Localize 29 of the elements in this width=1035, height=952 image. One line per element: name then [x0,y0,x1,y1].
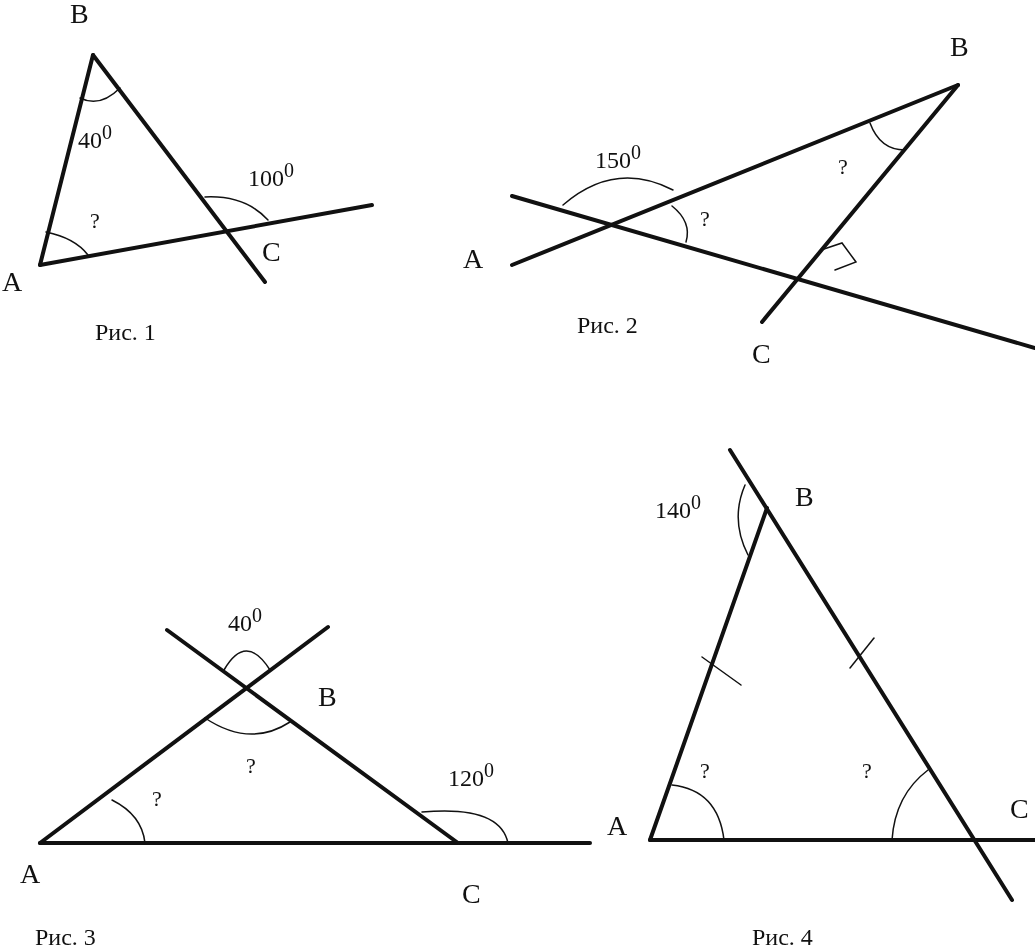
vertex-label: B [950,33,969,61]
vertex-label: C [752,340,771,368]
unknown-angle-mark: ? [838,156,848,178]
vertex-label: A [607,812,628,840]
vertex-label: B [795,483,814,511]
angle-label: 150$^{0}$ [595,142,641,172]
unknown-angle-mark: ? [700,760,710,782]
unknown-angle-mark: ? [862,760,872,782]
unknown-angle-mark: ? [246,755,256,777]
figure-caption: Рис. 1 [95,320,156,344]
vertex-label: A [2,268,23,296]
vertex-label: A [20,860,41,888]
vertex-label: C [462,880,481,908]
vertex-label: B [70,0,89,28]
angle-label: 100$^{0}$ [248,160,294,190]
vertex-label: C [262,238,281,266]
vertex-label: A [463,245,484,273]
angle-label: 40$^{0}$ [78,122,112,152]
angle-label: 140$^{0}$ [655,492,701,522]
figure-caption: Рис. 3 [35,925,96,949]
figure-caption: Рис. 2 [577,313,638,337]
unknown-angle-mark: ? [700,208,710,230]
angle-label: 120$^{0}$ [448,760,494,790]
figure-caption: Рис. 4 [752,925,813,949]
vertex-label: C [1010,795,1029,823]
vertex-label: B [318,683,337,711]
unknown-angle-mark: ? [152,788,162,810]
angle-label: 40$^{0}$ [228,605,262,635]
unknown-angle-mark: ? [90,210,100,232]
